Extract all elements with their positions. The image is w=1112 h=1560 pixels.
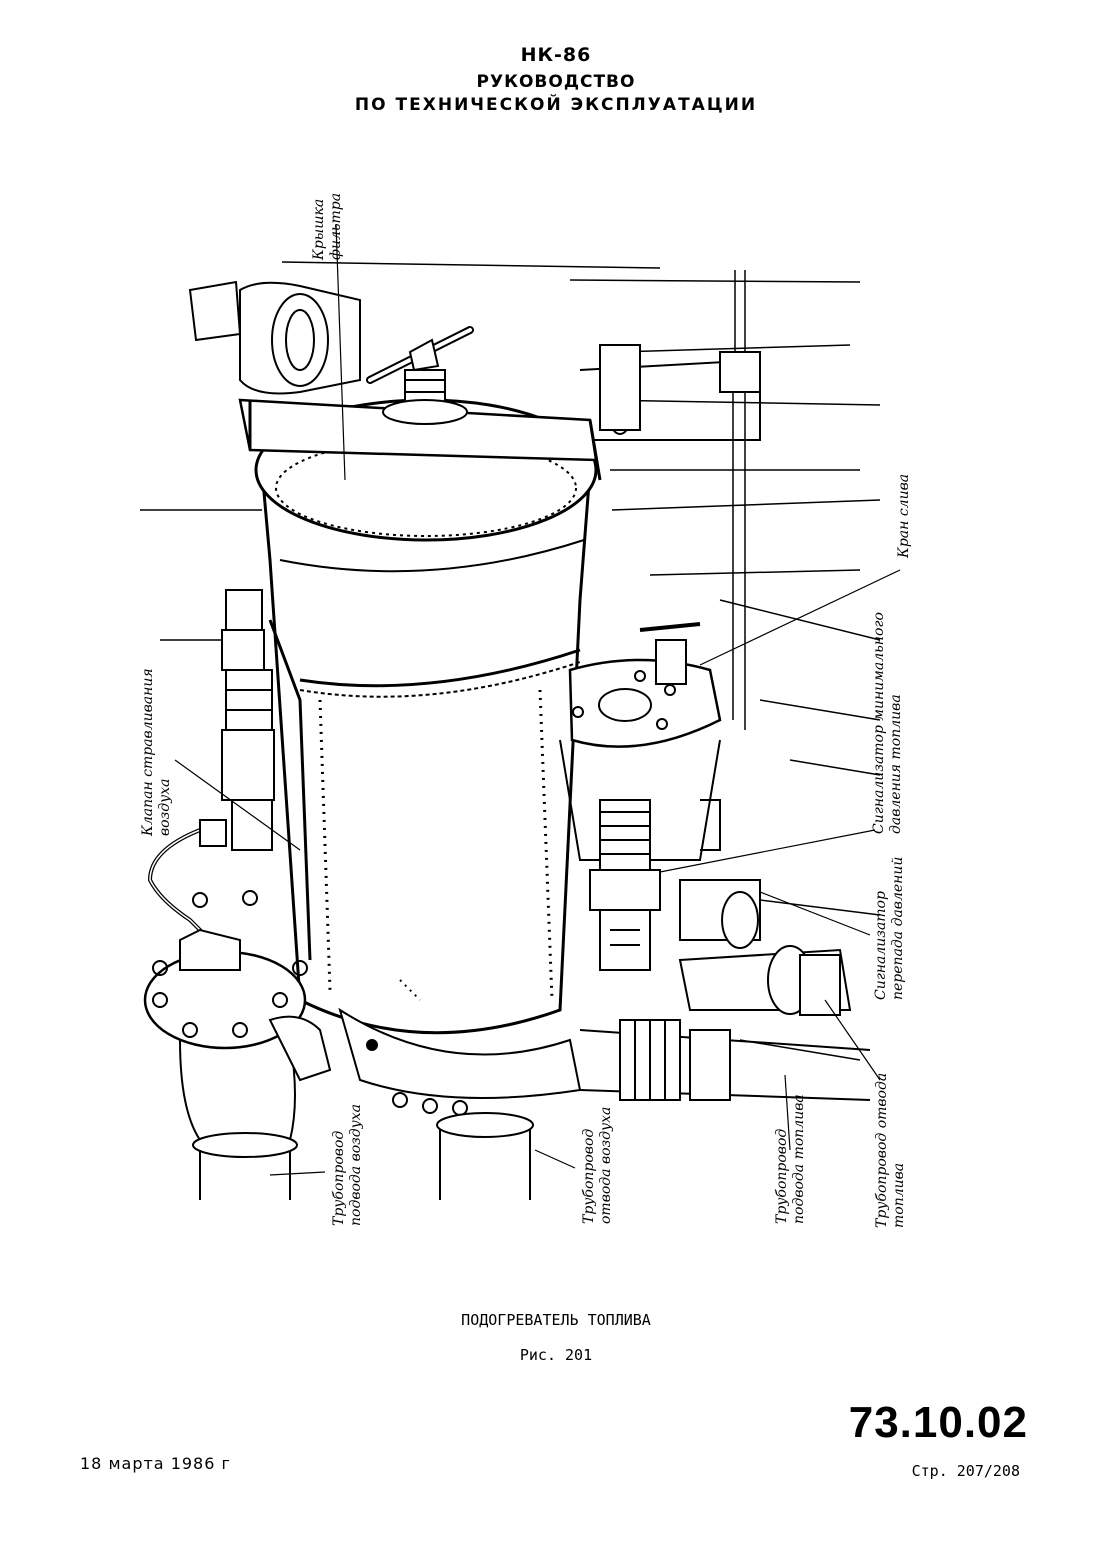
air-bleed-valve [147, 589, 312, 961]
pressure-sensors [589, 799, 761, 971]
figure-number: Рис. 201 [519, 1346, 593, 1364]
air-flange [143, 890, 332, 1200]
manual-subtitle: ПО ТЕХНИЧЕСКОЙ ЭКСПЛУАТАЦИИ [354, 95, 758, 115]
heater-body [260, 469, 592, 1035]
page-number: Стр. 207/208 [911, 1462, 1020, 1480]
filter-cover [238, 326, 602, 542]
manual-title: РУКОВОДСТВО [476, 72, 636, 92]
leader-lines [174, 223, 901, 1176]
section-number: 73.10.02 [848, 1398, 1028, 1447]
drain-flange [559, 622, 722, 861]
lower-pipes [579, 945, 871, 1101]
figure-title: ПОДОГРЕВАТЕЛЬ ТОПЛИВА [461, 1311, 651, 1329]
upper-pipe [188, 280, 761, 441]
background-lines [140, 261, 881, 1061]
manual-code: НК-86 [520, 44, 592, 66]
revision-date: 18 марта 1986 г [80, 1454, 231, 1473]
air-outlet-flange [338, 1007, 582, 1200]
label-drain-valve: Кран слива [896, 473, 912, 558]
